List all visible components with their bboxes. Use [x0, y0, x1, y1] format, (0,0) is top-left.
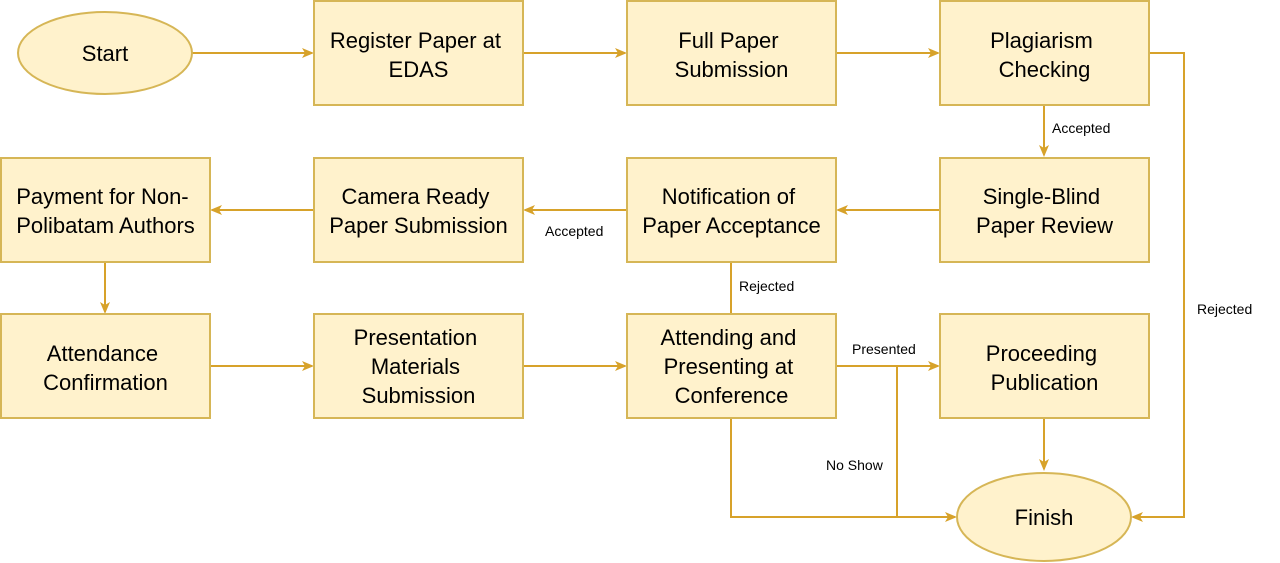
node-attending-line-3: Conference [675, 383, 789, 408]
node-attending: Attending and Presenting at Conference [626, 313, 837, 419]
svg-text:Proceeding Publication: Proceeding Publication [986, 341, 1103, 395]
edge-label-no-show: No Show [826, 457, 884, 473]
svg-text:Camera Ready Paper Submi: Camera Ready Paper Submission [329, 184, 508, 238]
node-review-line-2: Paper Review [976, 213, 1113, 238]
edge-label-plagiarism-rejected: Rejected [1197, 301, 1252, 317]
node-register: Register Paper at EDAS [313, 0, 524, 106]
node-plagiarism: Plagiarism Checking [939, 0, 1150, 106]
node-attending-line-1: Attending and [661, 325, 797, 350]
svg-text:Payment for Non- Polibat: Payment for Non- Polibatam Authors [16, 184, 195, 238]
edge-plagiarism-to-finish [1131, 52, 1185, 522]
svg-text:Presentation Materials: Presentation Materials Submission [354, 325, 484, 408]
node-presentation-materials: Presentation Materials Submission [313, 313, 524, 419]
svg-text:Attendance Confirmation: Attendance Confirmation [43, 341, 168, 395]
edge-label-notification-accepted: Accepted [545, 223, 603, 239]
edge-label-notification-rejected: Rejected [739, 278, 794, 294]
node-notification-line-2: Paper Acceptance [642, 213, 821, 238]
svg-text:Attending and Presenting: Attending and Presenting at Conference [661, 325, 803, 408]
node-camera-ready-line-2: Paper Submission [329, 213, 508, 238]
node-proceeding: Proceeding Publication [939, 313, 1150, 419]
edge-label-presented: Presented [852, 341, 916, 357]
node-review-line-1: Single-Blind [983, 184, 1100, 209]
node-notification-line-1: Notification of [662, 184, 796, 209]
node-attending-line-2: Presenting at [664, 354, 794, 379]
node-materials-line-2: Materials [371, 354, 460, 379]
svg-text:Full Paper Submission: Full Paper Submission [675, 28, 789, 82]
svg-text:Plagiarism Checking: Plagiarism Checking [990, 28, 1099, 82]
node-register-line-2: EDAS [389, 57, 449, 82]
node-materials-line-1: Presentation [354, 325, 478, 350]
node-plagiarism-line-1: Plagiarism [990, 28, 1093, 53]
node-full-paper-line-2: Submission [675, 57, 789, 82]
node-attendance: Attendance Confirmation [0, 313, 211, 419]
node-full-paper-line-1: Full Paper [678, 28, 778, 53]
node-start: Start [17, 11, 193, 95]
edges [100, 48, 1185, 522]
node-camera-ready: Camera Ready Paper Submission [313, 157, 524, 263]
node-attendance-line-1: Attendance [47, 341, 158, 366]
svg-text:Notification of Paper Ac: Notification of Paper Acceptance [642, 184, 821, 238]
edge-label-plagiarism-accepted: Accepted [1052, 120, 1110, 136]
svg-text:Register Paper at EDAS: Register Paper at EDAS [330, 28, 507, 82]
node-proceeding-line-1: Proceeding [986, 341, 1097, 366]
svg-text:Single-Blind Paper Revie: Single-Blind Paper Review [976, 184, 1113, 238]
node-review: Single-Blind Paper Review [939, 157, 1150, 263]
node-plagiarism-line-2: Checking [999, 57, 1091, 82]
node-start-label: Start [82, 41, 128, 66]
node-notification: Notification of Paper Acceptance [626, 157, 837, 263]
node-materials-line-3: Submission [362, 383, 476, 408]
node-payment: Payment for Non- Polibatam Authors [0, 157, 211, 263]
node-finish-label: Finish [1015, 505, 1074, 530]
node-proceeding-line-2: Publication [991, 370, 1099, 395]
edge-attending-to-finish [730, 419, 957, 522]
node-attendance-line-2: Confirmation [43, 370, 168, 395]
node-payment-line-2: Polibatam Authors [16, 213, 195, 238]
node-payment-line-1: Payment for Non- [16, 184, 188, 209]
node-camera-ready-line-1: Camera Ready [341, 184, 489, 209]
node-finish: Finish [956, 472, 1132, 562]
node-register-line-1: Register Paper at [330, 28, 501, 53]
edge-labels: Accepted Rejected Accepted Rejected Pres… [545, 120, 1252, 473]
node-full-paper: Full Paper Submission [626, 0, 837, 106]
